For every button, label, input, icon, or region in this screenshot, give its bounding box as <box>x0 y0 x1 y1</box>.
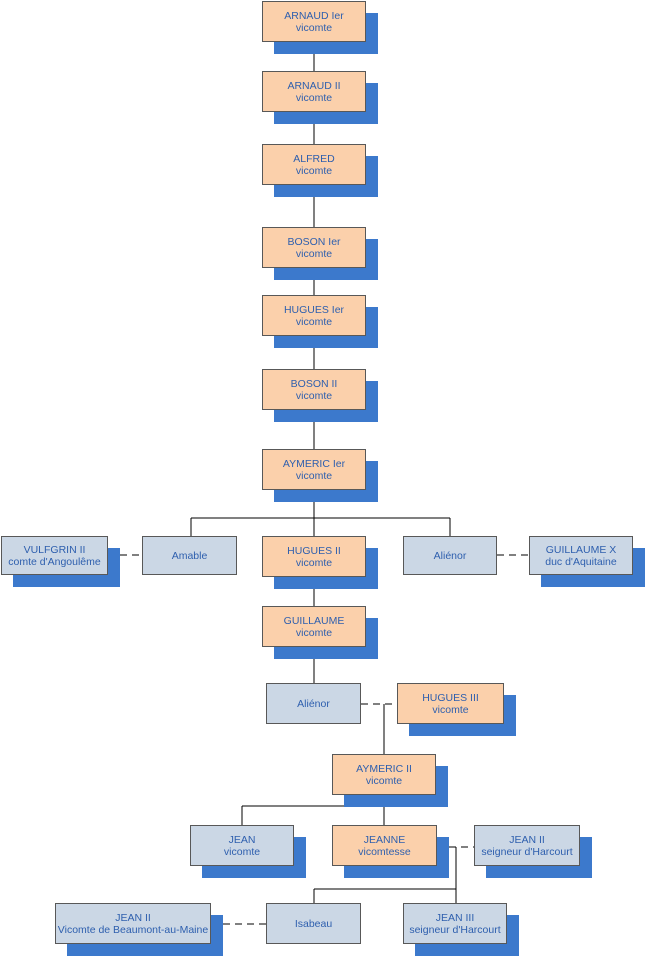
person-hugues-ii: HUGUES II vicomte <box>262 536 378 589</box>
person-arnaud-ier: ARNAUD Ier vicomte <box>262 1 378 54</box>
person-title: vicomte <box>295 626 333 639</box>
person-jean-ii-beaumont: JEAN II Vicomte de Beaumont-au-Maine <box>55 903 223 956</box>
person-card: HUGUES III vicomte <box>397 683 504 724</box>
person-card: GUILLAUME X duc d'Aquitaine <box>529 536 633 575</box>
person-card: ARNAUD Ier vicomte <box>262 1 366 42</box>
person-alienor: Aliénor <box>266 683 361 724</box>
person-vulfgrin-ii: VULFGRIN II comte d'Angoulême <box>1 536 120 587</box>
person-title: vicomte <box>295 389 333 402</box>
person-isabeau: Isabeau <box>266 903 361 944</box>
person-alfred: ALFRED vicomte <box>262 144 378 197</box>
person-card: AYMERIC Ier vicomte <box>262 449 366 490</box>
person-title: vicomte <box>295 469 333 482</box>
person-name: Aliénor <box>297 697 330 710</box>
person-title: vicomte <box>295 556 333 569</box>
person-hugues-ier: HUGUES Ier vicomte <box>262 295 378 348</box>
person-title: vicomte <box>295 91 333 104</box>
person-title: Vicomte de Beaumont-au-Maine <box>57 923 209 936</box>
person-title: comte d'Angoulême <box>8 555 101 568</box>
person-card: HUGUES II vicomte <box>262 536 366 577</box>
person-hugues-iii: HUGUES III vicomte <box>397 683 516 736</box>
person-title: vicomte <box>295 21 333 34</box>
person-name: HUGUES III <box>422 691 479 704</box>
person-name: JEAN II <box>115 911 151 924</box>
person-arnaud-ii: ARNAUD II vicomte <box>262 71 378 124</box>
person-jeanne: JEANNE vicomtesse <box>332 825 449 878</box>
person-card: BOSON II vicomte <box>262 369 366 410</box>
person-title: vicomte <box>223 845 261 858</box>
person-title: seigneur d'Harcourt <box>409 923 501 936</box>
person-name: AYMERIC Ier <box>282 457 346 470</box>
person-title: duc d'Aquitaine <box>545 555 617 568</box>
person-card: Isabeau <box>266 903 361 944</box>
person-boson-ier: BOSON Ier vicomte <box>262 227 378 280</box>
person-name: GUILLAUME <box>283 614 345 627</box>
person-title: vicomte <box>365 774 403 787</box>
person-aymeric-ier: AYMERIC Ier vicomte <box>262 449 378 502</box>
person-card: GUILLAUME vicomte <box>262 606 366 647</box>
person-boson-ii: BOSON II vicomte <box>262 369 378 422</box>
person-card: Aliénor <box>403 536 497 575</box>
person-card: ALFRED vicomte <box>262 144 366 185</box>
person-guillaume-x: GUILLAUME X duc d'Aquitaine <box>529 536 645 587</box>
person-name: GUILLAUME X <box>545 543 617 556</box>
person-title: vicomte <box>432 703 469 716</box>
person-title: vicomte <box>295 164 333 177</box>
person-card: VULFGRIN II comte d'Angoulême <box>1 536 108 575</box>
person-name: ARNAUD II <box>287 79 341 92</box>
person-card: ARNAUD II vicomte <box>262 71 366 112</box>
person-name: Aliénor <box>433 549 467 562</box>
person-title: vicomte <box>295 315 333 328</box>
person-jean-ii-harcourt: JEAN II seigneur d'Harcourt <box>474 825 592 878</box>
person-card: Aliénor <box>266 683 361 724</box>
person-amable: Amable <box>142 536 237 575</box>
person-name: Amable <box>171 549 208 562</box>
person-name: JEAN II <box>509 833 545 846</box>
person-title: seigneur d'Harcourt <box>481 845 573 858</box>
person-title: vicomte <box>295 247 333 260</box>
person-card: HUGUES Ier vicomte <box>262 295 366 336</box>
person-card: JEAN II seigneur d'Harcourt <box>474 825 580 866</box>
person-card: BOSON Ier vicomte <box>262 227 366 268</box>
person-aymeric-ii: AYMERIC II vicomte <box>332 754 448 807</box>
person-card: JEAN III seigneur d'Harcourt <box>403 903 507 944</box>
person-name: BOSON Ier <box>287 235 341 248</box>
person-card: JEAN vicomte <box>190 825 294 866</box>
person-card: AYMERIC II vicomte <box>332 754 436 795</box>
person-name: Isabeau <box>294 917 333 930</box>
person-name: JEAN III <box>435 911 475 924</box>
person-card: JEANNE vicomtesse <box>332 825 437 866</box>
person-alienor-aquitaine: Aliénor <box>403 536 497 575</box>
person-jean: JEAN vicomte <box>190 825 306 878</box>
person-name: JEANNE <box>363 833 406 846</box>
person-jean-iii: JEAN III seigneur d'Harcourt <box>403 903 519 956</box>
person-card: Amable <box>142 536 237 575</box>
person-name: BOSON II <box>290 377 338 390</box>
person-name: HUGUES II <box>287 544 341 557</box>
person-name: ARNAUD Ier <box>284 9 344 22</box>
person-title: vicomtesse <box>358 845 411 858</box>
person-name: JEAN <box>228 833 256 846</box>
person-name: AYMERIC II <box>356 762 412 775</box>
person-name: ALFRED <box>293 152 335 165</box>
person-name: HUGUES Ier <box>283 303 345 316</box>
person-card: JEAN II Vicomte de Beaumont-au-Maine <box>55 903 211 944</box>
person-name: VULFGRIN II <box>23 543 86 556</box>
person-guillaume: GUILLAUME vicomte <box>262 606 378 659</box>
